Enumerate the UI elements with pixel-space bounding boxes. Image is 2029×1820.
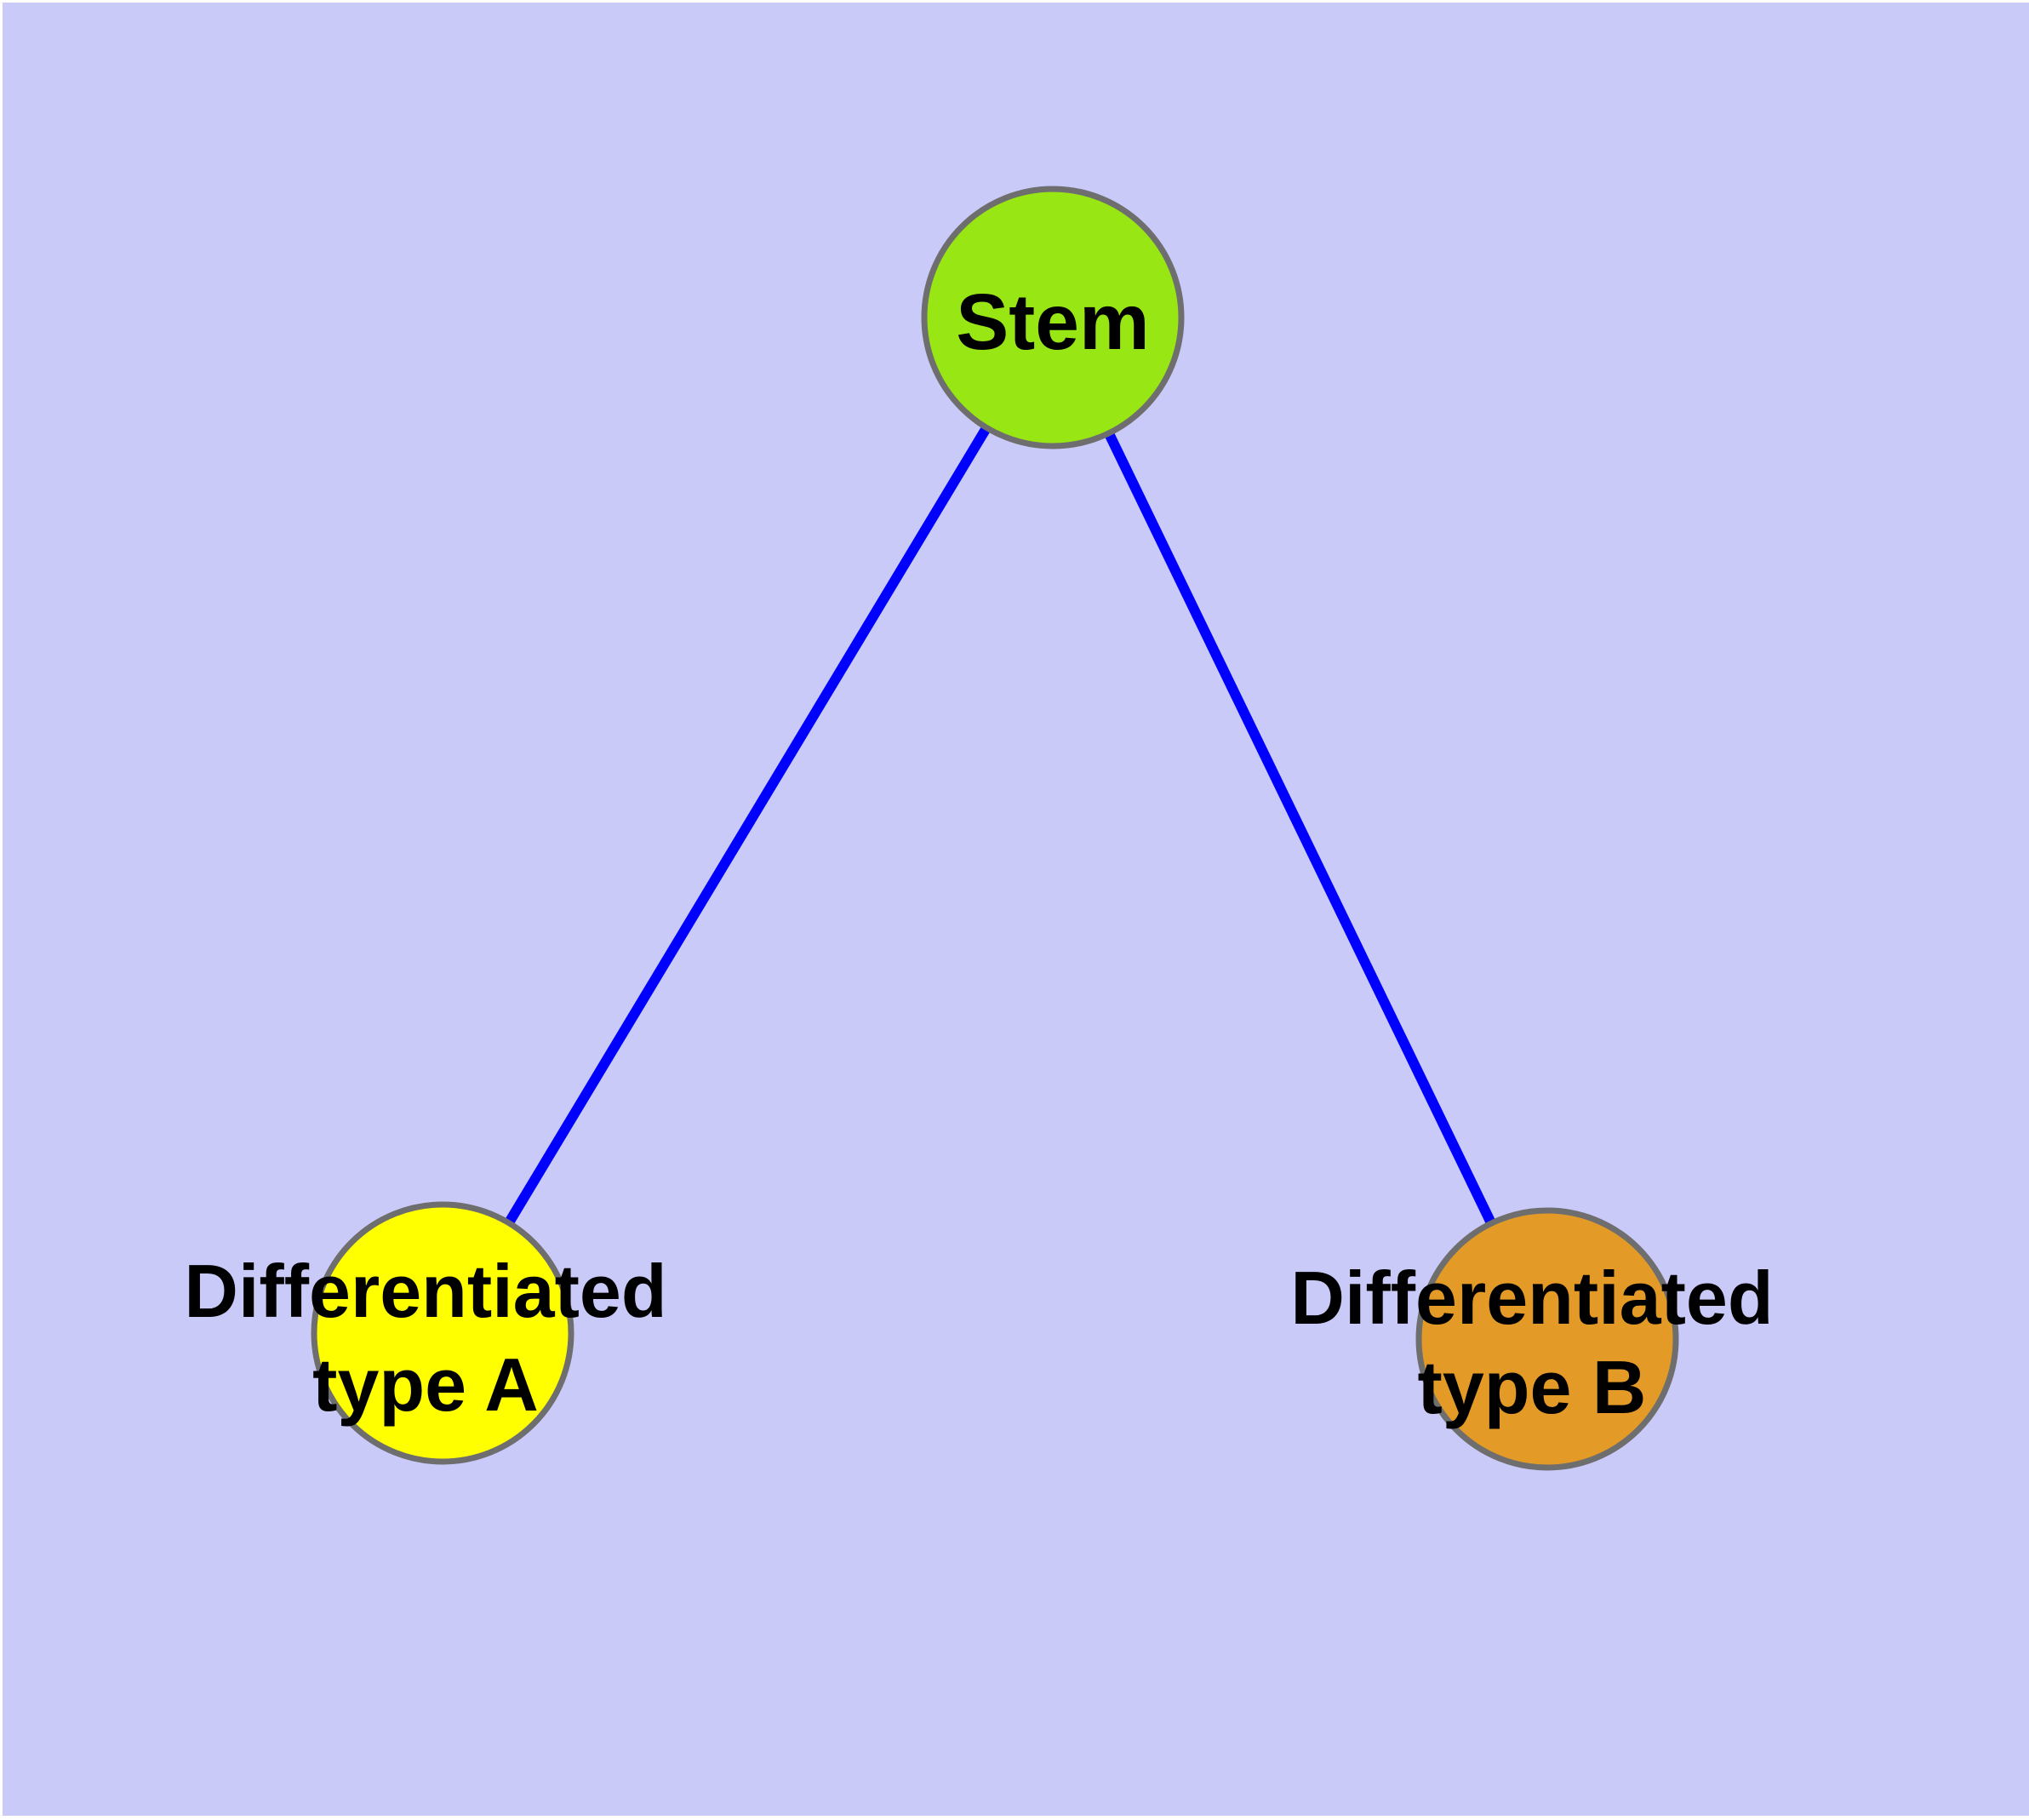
node-stem-circle — [921, 186, 1185, 449]
node-type-b-circle — [1415, 1207, 1679, 1471]
edge-stem-to-type-b — [1048, 315, 1552, 1342]
edge-stem-to-type-a — [437, 314, 1058, 1336]
node-type-b-label-line1: Differentiated — [1290, 1256, 1773, 1340]
node-type-a-circle — [311, 1201, 574, 1465]
node-stem-label: Stem — [956, 278, 1149, 366]
node-type-b-label-line2: type B — [1418, 1345, 1647, 1429]
node-type-a-label-line1: Differentiated — [184, 1249, 666, 1333]
node-type-a-label-line2: type A — [312, 1342, 539, 1427]
